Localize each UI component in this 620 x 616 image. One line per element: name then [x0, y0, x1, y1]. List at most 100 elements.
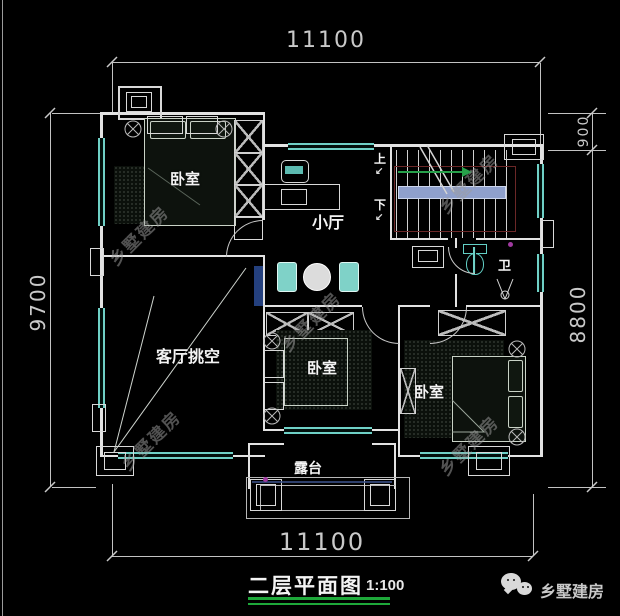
closet-nw-cell-3 [234, 184, 263, 218]
corner-step-se-inner [476, 452, 502, 470]
wall-bath-left-2 [455, 274, 457, 307]
wall-bedroom-se-bottom-2 [508, 455, 542, 457]
wall-hall-bedrooms-3 [466, 305, 542, 307]
wall-bedroom-s-bottom-1 [263, 429, 284, 431]
window-living-bottom [118, 452, 233, 459]
label-living-void: 客厅挑空 [156, 349, 221, 366]
door-arc-bedroom-se [430, 307, 467, 344]
closet-nw-cell-2 [234, 152, 263, 186]
label-terrace: 露台 [294, 460, 322, 476]
dim-right-ext-2 [548, 150, 606, 151]
nightstand-s-2 [264, 382, 284, 410]
shower-lines [496, 278, 514, 300]
dim-right-value: 8800 [566, 284, 590, 344]
label-hall: 小厅 [312, 215, 345, 232]
balcony-blue-line [252, 481, 392, 483]
plan-scale: 1:100 [366, 577, 405, 594]
wall-terrace-left [248, 445, 250, 489]
dim-top-ext-right [540, 63, 541, 144]
wall-stair-bottom-2 [476, 238, 542, 240]
stairs-up-label: 上 [374, 152, 387, 166]
corner-step-se [468, 446, 510, 476]
marker-dot-terrace [263, 477, 268, 482]
label-bath: 卫 [498, 258, 512, 273]
wall-bath-left-1 [455, 238, 457, 248]
table-hall-round [303, 263, 331, 291]
wall-living-bottom-1 [100, 455, 118, 457]
window-living-left [98, 308, 105, 408]
stairs-down-label: 下 [374, 198, 387, 212]
wall-bedroom-s-bottom-2 [372, 429, 400, 431]
dim-right-offset-value: 900 [576, 114, 592, 148]
basin-hall-fill [285, 166, 303, 174]
pillow-nw-1 [150, 121, 186, 139]
dim-top-ext-left [112, 63, 113, 113]
window-sill-nw-2 [186, 116, 218, 134]
basin-hall [281, 160, 309, 183]
pilaster-left-1 [90, 248, 104, 276]
label-bedroom-nw: 卧室 [170, 171, 201, 188]
wall-nw-living-divider [100, 255, 265, 257]
dim-bottom-ext-left [112, 484, 113, 556]
wall-main-top [263, 144, 542, 147]
wall-hall-bedrooms-1 [263, 305, 362, 307]
balcony-column-left-inner [256, 484, 276, 506]
dim-left-line [50, 113, 51, 487]
brand-name: 乡墅建房 [540, 584, 605, 601]
dim-right-ext-3 [548, 487, 606, 488]
dim-left-value: 9700 [26, 272, 50, 332]
wall-stair-left [390, 144, 392, 240]
wall-terrace-top-1 [248, 443, 284, 445]
bed-bedroom-s [284, 338, 348, 406]
wechat-icon-eye-1 [507, 579, 509, 581]
window-bath-right [537, 254, 544, 292]
balcony-column-right-inner [370, 484, 390, 506]
window-sill-nw-1 [147, 116, 183, 134]
corner-step-sw-inner [104, 452, 126, 470]
dim-top-line [112, 62, 540, 63]
watermark-4: 乡墅建房 [117, 407, 186, 475]
nightstand-s-1 [264, 350, 284, 378]
plan-title: 二层平面图 [248, 575, 363, 598]
armchair-hall-right [339, 262, 359, 292]
dim-left-ext-bottom [52, 487, 96, 488]
label-bedroom-s: 卧室 [307, 360, 338, 377]
label-bedroom-se: 卧室 [414, 384, 445, 401]
balcony-column-right [364, 479, 396, 511]
closet-se [400, 368, 416, 414]
stairs-down-arrow-icon: ↙ [375, 212, 384, 223]
chimney-inner [131, 96, 147, 108]
dim-right-line [592, 113, 593, 488]
wechat-icon-small [517, 582, 532, 595]
armchair-hall-left [277, 262, 297, 292]
corner-bump-ne-inner [512, 139, 536, 155]
cabinet-under-stairs-inner [418, 250, 438, 262]
pillow-se-2 [508, 396, 523, 428]
wall-right-1 [540, 144, 543, 164]
dim-bottom-ext-right [533, 494, 534, 556]
wall-left-2 [100, 226, 103, 308]
wall-stair-bottom-1 [390, 238, 448, 240]
wechat-icon-eye-4 [527, 586, 529, 588]
dim-bottom-value: 11100 [278, 528, 366, 556]
wall-bedrooms-divider [398, 305, 400, 457]
column-fill-blue [254, 266, 263, 306]
shower-drain [500, 290, 510, 300]
window-bedroom-nw-left [98, 138, 105, 226]
pilaster-left-2 [92, 404, 106, 432]
dim-right-ext-1 [548, 113, 606, 114]
dim-top-value: 11100 [286, 28, 366, 53]
corner-bump-ne [504, 134, 544, 160]
balcony-railing-outer [246, 477, 410, 519]
wall-bedroom-se-bottom-1 [398, 455, 420, 457]
stairs-maroon-outline [394, 166, 516, 232]
window-bedroom-s-bottom [284, 427, 372, 434]
rug-bedroom-s [276, 330, 372, 410]
chimney-mid [126, 92, 152, 112]
title-underline-2 [248, 603, 390, 605]
dim-left-ext-top [52, 113, 100, 114]
wechat-icon-eye-3 [522, 586, 524, 588]
pillow-se-1 [508, 360, 523, 392]
window-bedroom-se-bottom [420, 452, 508, 459]
